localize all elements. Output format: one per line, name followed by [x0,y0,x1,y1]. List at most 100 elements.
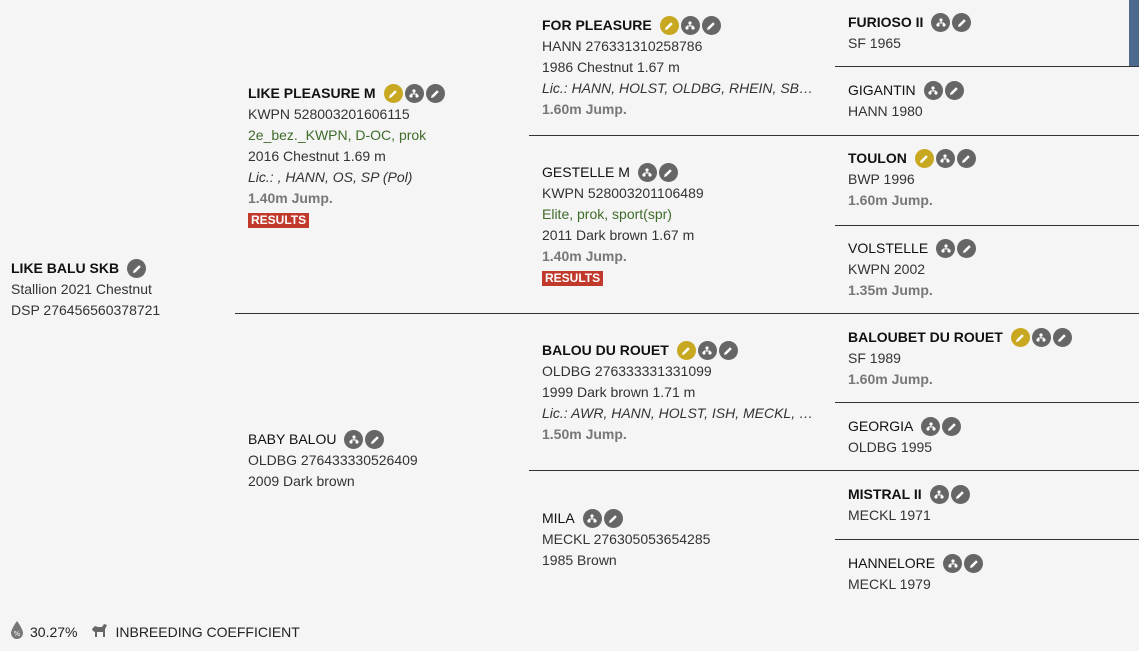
g5-jump: 1.60m Jump. [848,371,933,387]
dam-info: 2009 Dark brown [248,473,355,489]
pencil-icon[interactable] [942,417,962,436]
svg-text:%: % [14,630,21,638]
pencil-icon[interactable] [964,554,984,573]
subject-line2: DSP 276456560378721 [11,302,161,318]
g2-name[interactable]: GIGANTIN [848,82,916,98]
pencil-icon[interactable] [701,16,721,35]
dd-name[interactable]: MILA [542,510,575,526]
pedigree-tree-icon[interactable] [936,239,956,258]
inbreeding-footer: % 30.27% INBREEDING COEFFICIENT [10,620,300,643]
subject-name[interactable]: LIKE BALU SKB [11,260,120,276]
g7-name[interactable]: MISTRAL II [848,486,922,502]
g4-name[interactable]: VOLSTELLE [848,240,929,256]
g6-name[interactable]: GEORGIA [848,418,914,434]
divider-ds-dd [529,470,1139,471]
dam-name[interactable]: BABY BALOU [248,431,337,447]
subject-line1: Stallion 2021 Chestnut [11,281,152,297]
pedigree-tree-icon[interactable] [404,84,424,103]
approved-stallion-icon[interactable] [914,149,934,168]
ggs-toulon: TOULON BWP 1996 1.60m Jump. [848,148,976,211]
pedigree-tree-icon[interactable] [935,149,955,168]
divider-g1-g2 [835,66,1139,67]
ggs-mistral: MISTRAL II MECKL 1971 [848,484,970,526]
scrollbar-thumb[interactable] [1129,0,1139,66]
g6-line: OLDBG 1995 [848,439,933,455]
dam-sire: BALOU DU ROUET OLDBG 276333331331099 199… [542,340,822,445]
sd-info: 2011 Dark brown 1.67 m [542,227,695,243]
sire-sire: FOR PLEASURE HANN 276331310258786 1986 C… [542,15,822,120]
pencil-icon[interactable] [956,149,976,168]
sire-reg: KWPN 528003201606115 [248,106,410,122]
g3-name[interactable]: TOULON [848,150,907,166]
sire-name[interactable]: LIKE PLEASURE M [248,85,376,101]
pedigree-tree-icon[interactable] [637,163,657,182]
divider-g5-g6 [835,402,1139,403]
pedigree-tree-icon[interactable] [943,554,963,573]
pencil-icon[interactable] [1052,328,1072,347]
pedigree-tree-icon[interactable] [921,417,941,436]
ds-lic: Lic.: AWR, HANN, HOLST, ISH, MECKL, MIPA… [542,405,822,421]
approved-stallion-icon[interactable] [383,84,403,103]
pedigree-tree-icon[interactable] [697,341,717,360]
pedigree-tree-icon[interactable] [923,81,943,100]
divider-sire-dam [235,313,1139,314]
sire-results-button[interactable]: RESULTS [248,213,310,228]
g2-line: HANN 1980 [848,103,923,119]
dd-reg: MECKL 276305053654285 [542,531,711,547]
ds-name[interactable]: BALOU DU ROUET [542,342,669,358]
ggs-baloubet: BALOUBET DU ROUET SF 1989 1.60m Jump. [848,327,1072,390]
pencil-icon[interactable] [950,485,970,504]
g4-jump: 1.35m Jump. [848,282,933,298]
pedigree-tree-icon[interactable] [931,13,951,32]
g5-line: SF 1989 [848,350,901,366]
pencil-icon[interactable] [365,430,385,449]
pencil-icon[interactable] [658,163,678,182]
g4-line: KWPN 2002 [848,261,926,277]
pencil-icon[interactable] [603,509,623,528]
g5-name[interactable]: BALOUBET DU ROUET [848,329,1003,345]
g7-line: MECKL 1971 [848,507,931,523]
ds-reg: OLDBG 276333331331099 [542,363,712,379]
sire-predicates: 2e_bez._KWPN, D-OC, prok [248,127,427,143]
ss-info: 1986 Chestnut 1.67 m [542,59,680,75]
pencil-icon[interactable] [957,239,977,258]
ss-jump: 1.60m Jump. [542,101,627,117]
sd-results-button[interactable]: RESULTS [542,271,604,286]
divider-g3-g4 [835,225,1139,226]
pedigree-tree-icon[interactable] [344,430,364,449]
pedigree-tree-icon[interactable] [680,16,700,35]
g1-line: SF 1965 [848,35,901,51]
approved-stallion-icon[interactable] [1010,328,1030,347]
g1-name[interactable]: FURIOSO II [848,14,924,30]
ds-jump: 1.50m Jump. [542,426,627,442]
sd-reg: KWPN 528003201106489 [542,185,704,201]
sire-lic: Lic.: , HANN, OS, SP (Pol) [248,169,413,185]
ggs-furioso: FURIOSO II SF 1965 [848,12,972,54]
g8-name[interactable]: HANNELORE [848,555,936,571]
sire: LIKE PLEASURE M KWPN 528003201606115 2e_… [248,83,445,230]
subject-horse: LIKE BALU SKB Stallion 2021 Chestnut DSP… [11,258,160,321]
approved-stallion-icon[interactable] [659,16,679,35]
sire-jump: 1.40m Jump. [248,190,333,206]
pencil-icon[interactable] [425,84,445,103]
dd-info: 1985 Brown [542,552,617,568]
dam-reg: OLDBG 276433330526409 [248,452,418,468]
pedigree-tree-icon[interactable] [582,509,602,528]
ss-reg: HANN 276331310258786 [542,38,703,54]
pedigree-tree-icon[interactable] [1031,328,1051,347]
ggd-volstelle: VOLSTELLE KWPN 2002 1.35m Jump. [848,238,977,301]
pedigree-tree-icon[interactable] [929,485,949,504]
sd-name[interactable]: GESTELLE M [542,164,630,180]
g3-line: BWP 1996 [848,171,915,187]
approved-stallion-icon[interactable] [676,341,696,360]
pencil-icon[interactable] [944,81,964,100]
dam-dam: MILA MECKL 276305053654285 1985 Brown [542,508,710,571]
inbreeding-label[interactable]: INBREEDING COEFFICIENT [115,623,300,640]
sire-info: 2016 Chestnut 1.69 m [248,148,386,164]
pencil-icon[interactable] [718,341,738,360]
percent-drop-icon: % [10,620,24,643]
pencil-icon[interactable] [127,259,147,278]
pencil-icon[interactable] [952,13,972,32]
horse-icon[interactable] [89,621,109,642]
ss-name[interactable]: FOR PLEASURE [542,17,652,33]
